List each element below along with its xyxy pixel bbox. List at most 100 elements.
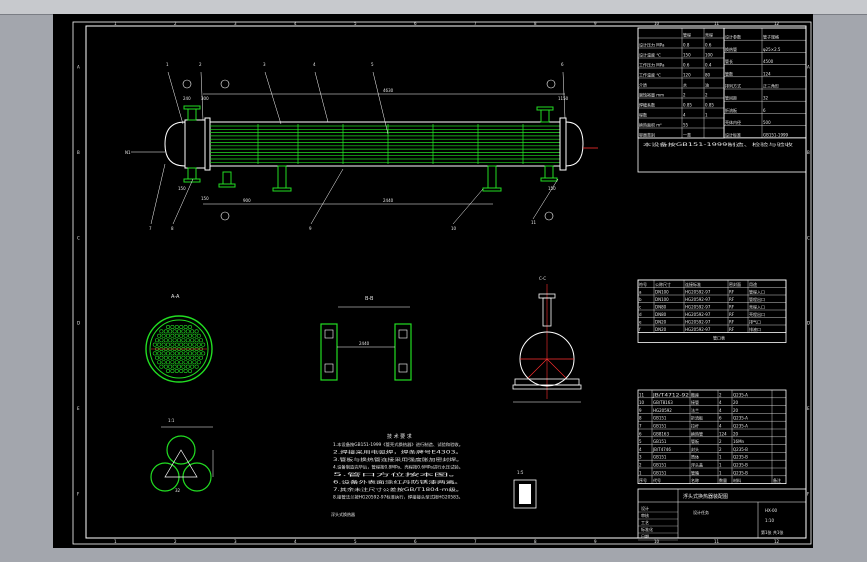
- tech-note-item: 8.接管法兰按HG20592-97标准执行，焊接接头型式按HG20583。: [333, 494, 463, 500]
- design-table-cell: 水: [683, 82, 687, 88]
- design-table-cell: 一类: [683, 132, 691, 138]
- nozzle-table-cell: DN80: [655, 312, 667, 317]
- dim-left-c: 150: [178, 186, 186, 191]
- parts-table-cell: 20: [733, 408, 739, 413]
- design-table-cell: 6: [763, 108, 766, 113]
- frame-col-mark: 12: [774, 21, 780, 26]
- frame-col-mark: 3: [234, 21, 237, 26]
- parts-table-cell: 封头: [691, 446, 699, 452]
- pitch-title: 1:1: [168, 418, 175, 423]
- end-view-section: C-C: [512, 276, 582, 403]
- parts-table-cell: 6: [639, 431, 642, 436]
- parts-table-cell: 浮头盖: [691, 462, 703, 468]
- design-table-cell: 腐蚀裕量 mm: [639, 92, 664, 98]
- pitch-detail: 1:1 32: [150, 418, 214, 493]
- parts-table-cell: 管板: [691, 438, 699, 444]
- design-table-cell: 4500: [763, 59, 774, 64]
- nozzle-table-cell: DN100: [655, 290, 669, 295]
- callout-number: 4: [313, 62, 316, 67]
- nozzle-table-cell: d: [639, 312, 642, 317]
- parts-table-cell: 1: [639, 470, 642, 475]
- parts-table-cell: Q235-B: [733, 455, 748, 460]
- tech-notes-footer: 浮头式换热器: [331, 511, 355, 517]
- nozzle-table-cell: b: [639, 297, 642, 302]
- parts-table-cell: GB151: [653, 463, 667, 468]
- parts-table-cell: 9: [639, 408, 642, 413]
- design-table-cell: 焊缝系数: [639, 102, 655, 108]
- nozzle-table-cell: e: [639, 320, 642, 325]
- nozzle-table-cell: RF: [729, 312, 735, 317]
- design-table-cell: 程数: [639, 112, 647, 118]
- callout-number: 5: [371, 62, 374, 67]
- design-table-cell: 32: [763, 96, 769, 101]
- design-table-footer: 本设备按GB151-1999制造、检验与验收: [643, 141, 793, 147]
- title-block-drawing-no: HX-00: [765, 508, 778, 513]
- frame-col-mark: 4: [294, 539, 297, 544]
- frame-col-mark: 5: [354, 21, 357, 26]
- frame-row-mark: B: [77, 150, 80, 155]
- frame-col-mark: 11: [714, 21, 720, 26]
- inner-frame: [85, 25, 807, 539]
- dim-bottom-b: 150: [201, 196, 209, 201]
- nozzle-table-title: 管口表: [713, 335, 725, 341]
- callout-number: 9: [309, 226, 312, 231]
- nozzle-table-cell: HG20592-97: [685, 305, 711, 310]
- section-c-title: C-C: [539, 276, 546, 281]
- parts-table-cell: 20: [733, 400, 739, 405]
- callout-number: 6: [561, 62, 564, 67]
- design-table-cell: 管间距: [725, 95, 737, 101]
- frame-row-mark: C: [807, 235, 810, 240]
- design-table-cell: 工作压力 MPa: [639, 62, 665, 68]
- tech-note-item: 1.本设备按GB151-1999《管壳式换热器》进行制造、试验和验收。: [333, 441, 463, 447]
- tech-note-item: 3.管板与换热管连接采用强度胀加密封焊。: [333, 456, 463, 462]
- nozzle-table-cell: RF: [729, 297, 735, 302]
- nozzle-table-cell: DN100: [655, 297, 669, 302]
- design-table-cell: 120: [683, 73, 691, 78]
- frame-col-mark: 10: [654, 539, 660, 544]
- parts-table-cell: JB/T4746: [652, 447, 671, 452]
- callout-number: 10: [451, 226, 457, 231]
- parts-table-cell: 5: [639, 439, 642, 444]
- parts-table-cell: 8: [639, 416, 642, 421]
- frame-col-mark: 5: [354, 539, 357, 544]
- parts-table-cell: 法兰: [691, 407, 699, 413]
- design-table-cell: 0.8: [683, 43, 690, 48]
- viewer-statusbar: [0, 548, 867, 562]
- design-table-cell: 0.85: [705, 103, 714, 108]
- design-table-cell: 设计压力 MPa: [639, 42, 665, 48]
- parts-table-cell: 4: [719, 408, 722, 413]
- design-table-cell: 2: [705, 93, 708, 98]
- parts-table-cell: 2: [639, 463, 642, 468]
- nozzle-table-cell: 连接标准: [685, 281, 701, 287]
- dim-left-offset: 900: [243, 198, 251, 203]
- parts-table-cell: 7: [639, 424, 642, 429]
- nozzle-table-cell: f: [639, 327, 641, 332]
- callout-number: 8: [171, 226, 174, 231]
- design-table-cell: 设计参数: [725, 34, 741, 40]
- design-table-cell: 油: [705, 82, 709, 88]
- design-table-cell: 壳程: [705, 32, 713, 38]
- scale-box: 1:5: [513, 470, 537, 509]
- frame-col-mark: 8: [534, 21, 537, 26]
- nozzle-table-cell: 密封面: [729, 281, 741, 287]
- nozzle-table-cell: RF: [729, 305, 735, 310]
- tech-notes-title: 技 术 要 求: [387, 433, 412, 440]
- parts-table-cell: JB/T4712-92: [652, 392, 690, 397]
- nozzle-table-cell: 管程入口: [749, 289, 765, 295]
- design-table-cell: GB151-1999: [763, 132, 789, 137]
- parts-table-cell: Q235-A: [733, 416, 748, 421]
- design-table-cell: 管程: [683, 32, 691, 38]
- nozzle-table-cell: DN80: [655, 305, 667, 310]
- frame-col-mark: 1: [114, 21, 117, 26]
- parts-table-cell: 11: [639, 392, 645, 397]
- frame-row-mark: A: [77, 65, 80, 70]
- tech-note-item: 2.焊接采用电弧焊，焊条牌号E4303。: [333, 449, 463, 455]
- tube-bundle: [210, 125, 560, 163]
- tech-note-item: 7.其余未注尺寸公差按GB/T1804-m级。: [333, 486, 463, 492]
